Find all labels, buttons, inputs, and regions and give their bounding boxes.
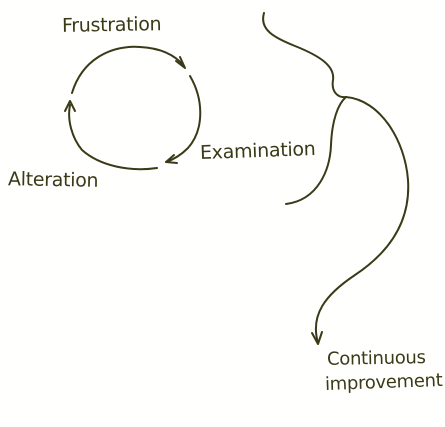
arrowhead-right-icon xyxy=(165,154,178,164)
outcome-label-line-1: Continuous xyxy=(326,347,426,370)
flow-curve xyxy=(314,96,410,344)
cycle-arc-top xyxy=(71,45,185,94)
cycle-arc-bottom xyxy=(68,104,158,171)
stage-alteration-label: Alteration xyxy=(7,168,99,192)
stage-frustration-label: Frustration xyxy=(61,13,162,37)
curly-brace xyxy=(262,12,347,205)
arrowhead-top-icon xyxy=(175,56,186,69)
stage-examination-label: Examination xyxy=(199,137,316,165)
outcome-label-line-2: improvement xyxy=(324,369,443,396)
cycle-arc-right xyxy=(165,75,202,163)
arrowhead-left-icon xyxy=(64,100,76,112)
arrowhead-down-icon xyxy=(311,331,323,345)
